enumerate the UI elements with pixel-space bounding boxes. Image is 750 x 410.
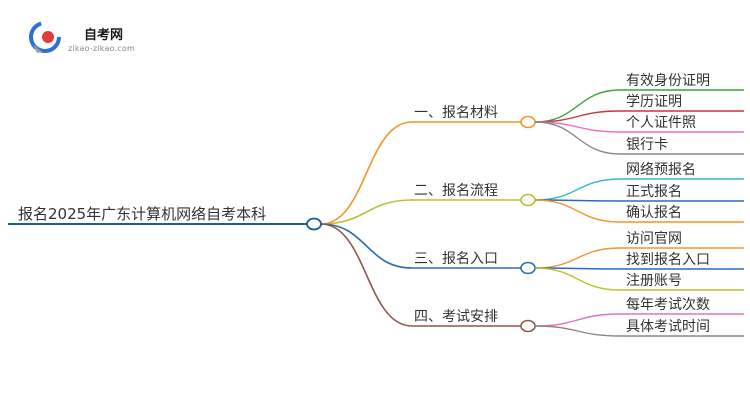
leaf-connector (534, 313, 621, 327)
leaf-connector (534, 325, 621, 337)
leaf-label: 银行卡 (626, 137, 668, 153)
leaf-2-1: 网络预报名 (534, 162, 744, 201)
leaf-connector (534, 199, 621, 223)
leaf-connector (534, 267, 621, 291)
branch-label: 二、报名流程 (414, 183, 498, 199)
root-node (306, 217, 322, 231)
leaf-label: 正式报名 (626, 184, 682, 200)
leaf-connector (534, 247, 621, 269)
branch-connector (320, 223, 413, 327)
leaf-1-2: 学历证明 (534, 94, 744, 123)
leaf-connector (534, 121, 621, 155)
site-logo[interactable]: 自考网 zikao-zikao.com (28, 20, 148, 60)
leaf-1-1: 有效身份证明 (534, 73, 744, 123)
logo-url: zikao-zikao.com (68, 44, 135, 53)
leaf-label: 网络预报名 (626, 162, 696, 178)
logo-dot (42, 31, 54, 43)
leaf-label: 有效身份证明 (626, 73, 710, 89)
leaf-label: 个人证件照 (626, 115, 696, 131)
logo-mark-icon (29, 21, 61, 53)
leaf-3-3: 注册账号 (534, 267, 744, 291)
leaf-2-3: 确认报名 (534, 199, 744, 223)
leaf-label: 确认报名 (626, 205, 682, 221)
branch-node (520, 319, 536, 333)
leaf-4-1: 每年考试次数 (534, 297, 744, 327)
branch-label: 四、考试安排 (414, 309, 498, 325)
logo-tail (33, 44, 42, 53)
leaf-2-2: 正式报名 (534, 184, 744, 202)
leaf-label: 访问官网 (626, 231, 682, 247)
leaf-label: 具体考试时间 (626, 319, 710, 335)
leaf-label: 找到报名入口 (626, 252, 710, 268)
leaf-connector (534, 178, 621, 201)
branch-label: 三、报名入口 (414, 251, 498, 267)
leaf-label: 学历证明 (626, 94, 682, 110)
branch-node (520, 115, 536, 129)
logo-name: 自考网 (84, 28, 124, 43)
leaf-label: 每年考试次数 (626, 297, 710, 313)
leaf-3-1: 访问官网 (534, 231, 744, 269)
leaf-1-4: 银行卡 (534, 121, 744, 155)
branch-connector (320, 121, 413, 225)
leaf-label: 注册账号 (626, 273, 682, 289)
branch-label: 一、报名材料 (414, 105, 498, 121)
leaf-1-3: 个人证件照 (534, 115, 744, 133)
branch-connector (320, 199, 413, 225)
root-label: 报名2025年广东计算机网络自考本科 (18, 205, 266, 223)
logo-ring (29, 21, 61, 53)
leaf-connector (534, 89, 621, 123)
branch-node (520, 193, 536, 207)
leaf-4-2: 具体考试时间 (534, 319, 744, 337)
branch-node (520, 261, 536, 275)
branch-connector (320, 223, 413, 269)
leaf-3-2: 找到报名入口 (534, 252, 744, 270)
